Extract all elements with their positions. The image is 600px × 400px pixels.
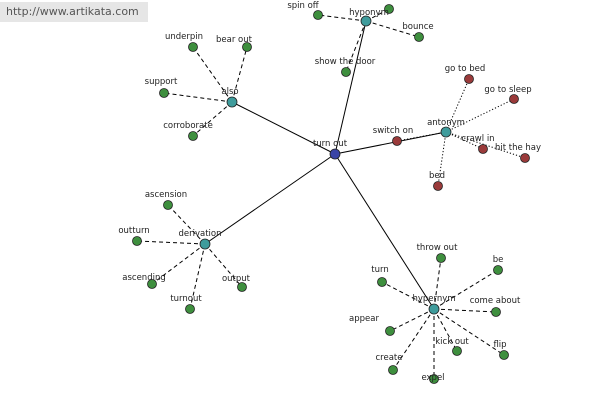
label-turn-out[interactable]: turn out [313,139,348,149]
label-bed[interactable]: bed [429,171,445,181]
leaf-node-outturn[interactable] [132,236,142,246]
leaf-node-hit-the-hay[interactable] [520,153,530,163]
leaf-node-hyponym-top-extra[interactable] [384,4,394,14]
label-also[interactable]: also [221,87,238,97]
group-node-derivation[interactable] [199,238,211,250]
label-show-the-door[interactable]: show the door [315,57,376,67]
leaf-node-spin-off[interactable] [313,10,323,20]
label-antonym[interactable]: antonym [427,118,465,128]
edge-also-underpin [192,46,233,103]
label-crawl-in[interactable]: crawl in [461,134,494,144]
leaf-node-output[interactable] [237,282,247,292]
leaf-node-throw-out[interactable] [436,253,446,263]
label-turnout[interactable]: turnout [170,294,202,304]
leaf-node-be[interactable] [493,265,503,275]
label-appear[interactable]: appear [349,314,379,324]
label-ascension[interactable]: ascension [145,190,187,200]
leaf-node-bed[interactable] [433,181,443,191]
group-node-hypernym[interactable] [428,303,440,315]
edge-hypernym-turn [381,281,435,310]
edge-turn-out-hyponym-top [334,20,367,155]
label-create[interactable]: create [376,353,403,363]
leaf-node-flip[interactable] [499,350,509,360]
leaf-node-bear-out[interactable] [242,42,252,52]
edge-derivation-output [204,243,243,288]
edge-hypernym-appear [389,308,435,332]
edge-also-support [163,92,233,103]
label-hyponym-top[interactable]: hyponym [349,8,389,18]
label-be[interactable]: be [493,255,504,265]
label-hypernym[interactable]: hypernym [412,294,455,304]
leaf-node-kick-out[interactable] [452,346,462,356]
group-node-also[interactable] [226,96,238,108]
leaf-node-turn[interactable] [377,277,387,287]
edge-also-bear-out [231,46,248,103]
leaf-node-go-to-sleep[interactable] [509,94,519,104]
leaf-node-come-about[interactable] [491,307,501,317]
leaf-node-appear[interactable] [385,326,395,336]
leaf-node-support[interactable] [159,88,169,98]
leaf-node-turnout[interactable] [185,304,195,314]
group-node-hyponym-top[interactable] [360,15,372,27]
label-support[interactable]: support [145,77,178,87]
edge-antonym-crawl-in [445,131,484,150]
label-derivation[interactable]: derivation [178,229,221,239]
label-spin-off[interactable]: spin off [287,1,319,11]
leaf-node-crawl-in[interactable] [478,144,488,154]
leaf-node-ascension[interactable] [163,200,173,210]
label-turn[interactable]: turn [371,265,388,275]
leaf-node-create[interactable] [388,365,398,375]
label-hit-the-hay[interactable]: hit the hay [495,143,541,153]
label-kick-out[interactable]: kick out [435,337,469,347]
label-outturn[interactable]: outturn [118,226,149,236]
leaf-node-bounce[interactable] [414,32,424,42]
edge-hyponym-top-bounce [365,20,420,38]
edge-hypernym-come-about [433,308,497,313]
leaf-node-go-to-bed[interactable] [464,74,474,84]
leaf-node-corroborate[interactable] [188,131,198,141]
graph-nodes [132,4,530,384]
edge-derivation-outturn [136,240,206,245]
edge-antonym-hit-the-hay [445,131,526,159]
graph-edges [136,8,526,379]
graph-labels: turn out hyponym spin off bounce show the do… [118,1,541,383]
leaf-node-show-the-door[interactable] [341,67,351,77]
label-go-to-bed[interactable]: go to bed [445,64,486,74]
label-underpin[interactable]: underpin [165,32,203,42]
edge-hyponym-top-spin-off [317,14,367,22]
label-flip[interactable]: flip [493,340,506,350]
edge-turn-out-derivation [204,153,336,245]
edge-derivation-ascension [167,204,206,245]
label-switch-on[interactable]: switch on [373,126,413,136]
label-bounce[interactable]: bounce [402,22,433,32]
label-expel[interactable]: expel [421,373,444,383]
edge-also-corroborate [192,101,233,137]
leaf-node-underpin[interactable] [188,42,198,52]
label-come-about[interactable]: come about [470,296,521,306]
edge-hyponym-top-show-the-door [345,20,367,73]
center-node-turn-out[interactable] [329,148,341,160]
group-node-antonym[interactable] [440,126,452,138]
edge-turn-out-also [231,101,336,155]
site-url-banner[interactable]: http://www.artikata.com [0,2,148,22]
edge-hypernym-kick-out [433,308,458,352]
leaf-node-ascending[interactable] [147,279,157,289]
label-ascending[interactable]: ascending [122,273,165,283]
label-bear-out[interactable]: bear out [216,35,253,45]
edge-antonym-bed [437,131,447,187]
edge-hypernym-throw-out [433,257,442,310]
label-throw-out[interactable]: throw out [417,243,458,253]
label-output[interactable]: output [222,274,251,284]
edge-turn-out-antonym [334,131,447,155]
edge-hypernym-create [392,308,435,371]
label-corroborate[interactable]: corroborate [163,121,213,131]
edge-hypernym-be [433,269,499,310]
leaf-node-switch-on[interactable] [392,136,402,146]
leaf-node-expel[interactable] [429,374,439,384]
label-go-to-sleep[interactable]: go to sleep [484,85,531,95]
edge-antonym-go-to-bed [445,78,470,133]
edge-turn-out-hypernym [334,153,435,310]
